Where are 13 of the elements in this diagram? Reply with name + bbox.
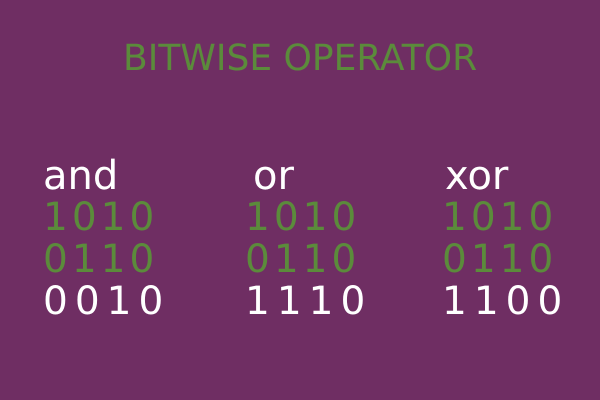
operand-value: 0110 (245, 240, 360, 279)
operand-value: 1010 (442, 198, 558, 237)
result-value: 1100 (442, 282, 570, 321)
diagram-title: BITWISE OPERATOR (123, 41, 478, 77)
operand-value: 0110 (43, 240, 158, 279)
operand-value: 1010 (43, 198, 158, 237)
operator-label: and (43, 156, 118, 196)
operator-label: xor (445, 156, 508, 196)
operand-value: 0110 (442, 240, 558, 279)
operator-label: or (253, 156, 294, 196)
result-value: 1110 (245, 282, 372, 321)
result-value: 0010 (43, 282, 170, 321)
operand-value: 1010 (245, 198, 360, 237)
